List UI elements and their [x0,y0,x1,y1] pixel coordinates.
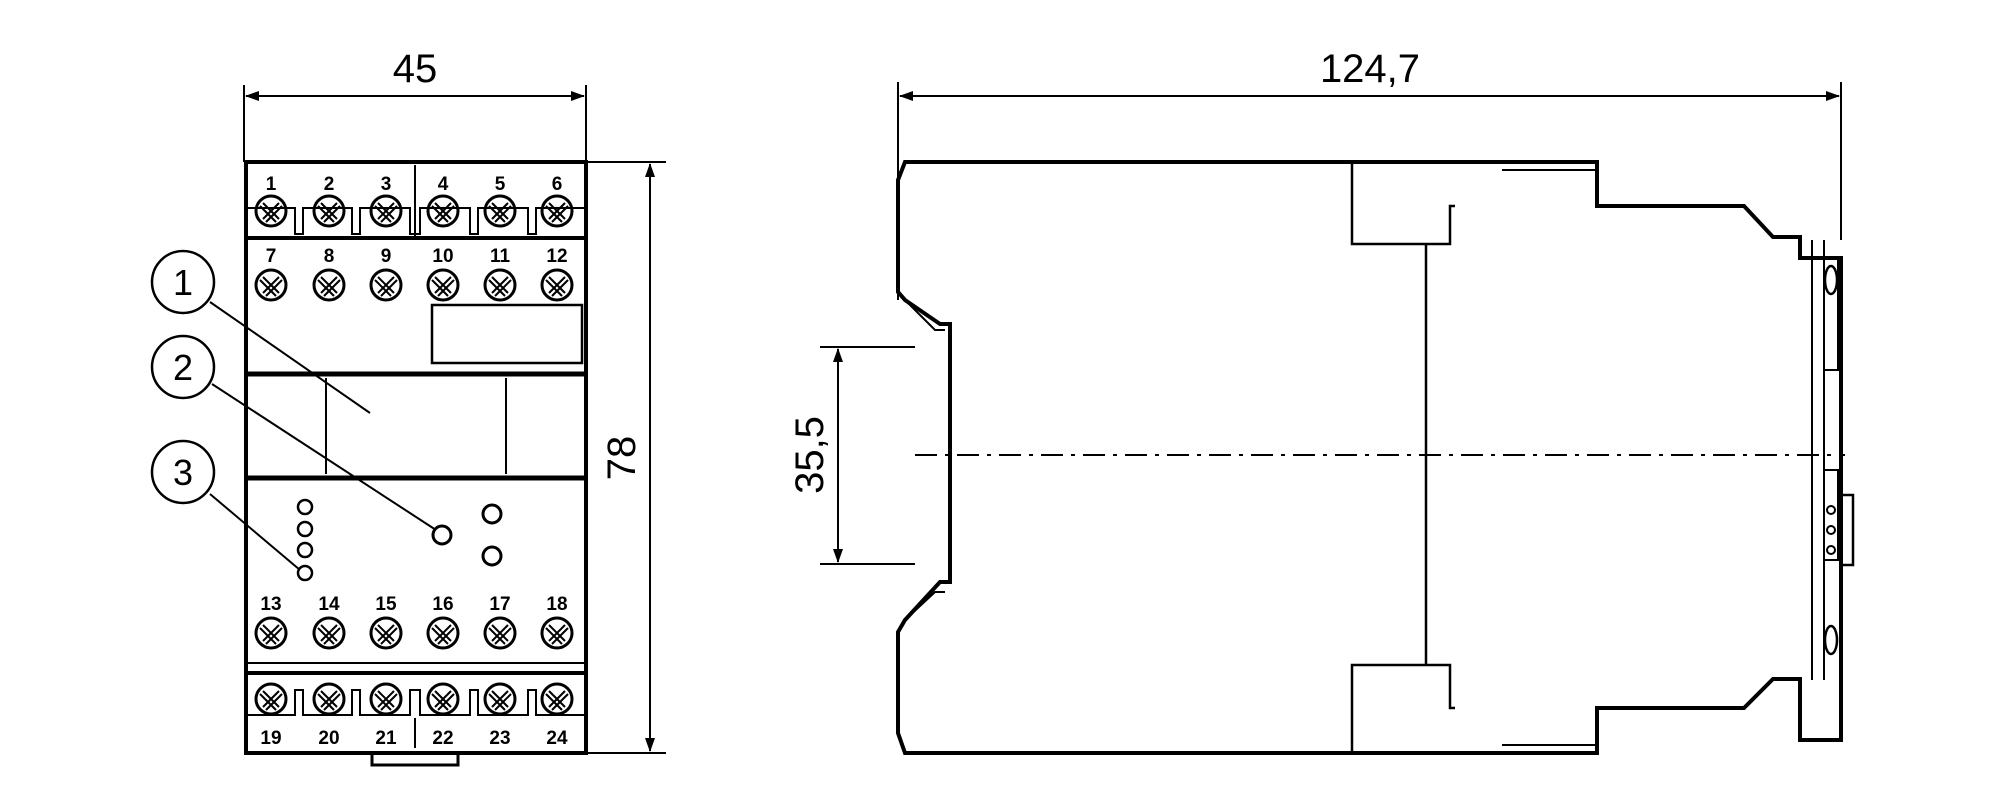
terminal-label-24: 24 [546,728,568,749]
terminal-label-18: 18 [546,594,567,615]
terminal-label-11: 11 [490,246,511,267]
callout-2-circle [150,334,216,400]
screw-terminal-20 [312,682,346,716]
callout-3-circle [150,439,216,505]
depth-dim-label: 124,7 [1320,47,1420,91]
callout-2-leader [211,383,437,531]
terminal-label-22: 22 [432,728,453,749]
callout-1-circle [150,249,216,315]
led-4 [296,564,314,582]
side-connector [1839,493,1855,567]
screw-terminal-5 [483,194,517,228]
bottom-clamp-channel [248,689,584,716]
callout-2-label: 2 [173,347,193,388]
screw-terminal-16 [426,616,460,650]
screw-terminal-13 [254,616,288,650]
upper-recess [1350,164,1455,246]
width-dim-label: 45 [393,47,438,91]
terminal-label-13: 13 [260,594,281,615]
terminal-label-7: 7 [266,246,277,267]
side-body-outline [896,160,1843,755]
terminal-label-20: 20 [318,728,339,749]
front-housing [244,160,588,755]
screw-terminal-7 [254,268,288,302]
led-6 [481,503,503,525]
screw-terminal-3 [369,194,403,228]
terminal-label-14: 14 [318,594,340,615]
screw-terminal-23 [483,682,517,716]
screw-terminal-21 [369,682,403,716]
screw-terminal-10 [426,268,460,302]
screw-terminal-12 [540,268,574,302]
screw-terminal-11 [483,268,517,302]
callout-1-label: 1 [173,262,193,303]
terminal-label-5: 5 [495,174,506,195]
upper-terminal [1824,257,1839,371]
terminal-label-1: 1 [266,174,277,195]
callout-3-leader [209,493,301,571]
terminal-label-3: 3 [381,174,392,195]
led-1 [296,498,314,516]
side-led-2 [1826,525,1836,535]
callout-1-leader [209,301,371,414]
terminal-label-21: 21 [375,728,397,749]
screw-terminal-9 [369,268,403,302]
lower-recess [1350,663,1455,751]
screw-terminal-17 [483,616,517,650]
terminal-label-4: 4 [438,174,449,195]
callout-3-label: 3 [173,452,193,493]
screw-terminal-14 [312,616,346,650]
terminal-label-8: 8 [324,246,335,267]
screw-terminal-4 [426,194,460,228]
terminal-label-9: 9 [381,246,392,267]
led-5 [431,524,453,546]
terminal-label-10: 10 [432,246,453,267]
led-2 [296,520,314,538]
screw-terminal-15 [369,616,403,650]
terminal-label-6: 6 [552,174,563,195]
rail-clip-top [904,299,945,331]
bottom-latch [370,751,460,767]
screw-terminal-2 [312,194,346,228]
side-led-3 [1826,545,1836,555]
terminal-label-16: 16 [432,594,453,615]
terminal-label-2: 2 [324,174,335,195]
screw-terminal-19 [254,682,288,716]
screw-terminal-24 [540,682,574,716]
lower-terminal [1824,469,1839,561]
terminal-label-23: 23 [489,728,510,749]
top-clamp-channel [248,207,584,235]
screw-terminals [254,194,574,716]
terminal-label-12: 12 [546,246,567,267]
screw-terminal-1 [254,194,288,228]
screw-terminal-22 [426,682,460,716]
height-dim-label: 78 [600,436,644,481]
rail-dim-label: 35,5 [788,416,832,494]
screw-terminal-18 [540,616,574,650]
front-view [150,85,666,767]
screw-terminal-6 [540,194,574,228]
terminal-label-19: 19 [260,728,281,749]
led-3 [296,541,314,559]
label-field [430,303,584,365]
terminal-label-17: 17 [489,594,510,615]
side-screw-1 [1823,264,1839,296]
side-view [820,82,1855,755]
terminal-label-15: 15 [375,594,397,615]
side-led-1 [1826,505,1836,515]
screw-terminal-8 [312,268,346,302]
rail-clip-bottom [904,591,945,621]
led-7 [481,545,503,567]
side-screw-2 [1823,624,1839,656]
